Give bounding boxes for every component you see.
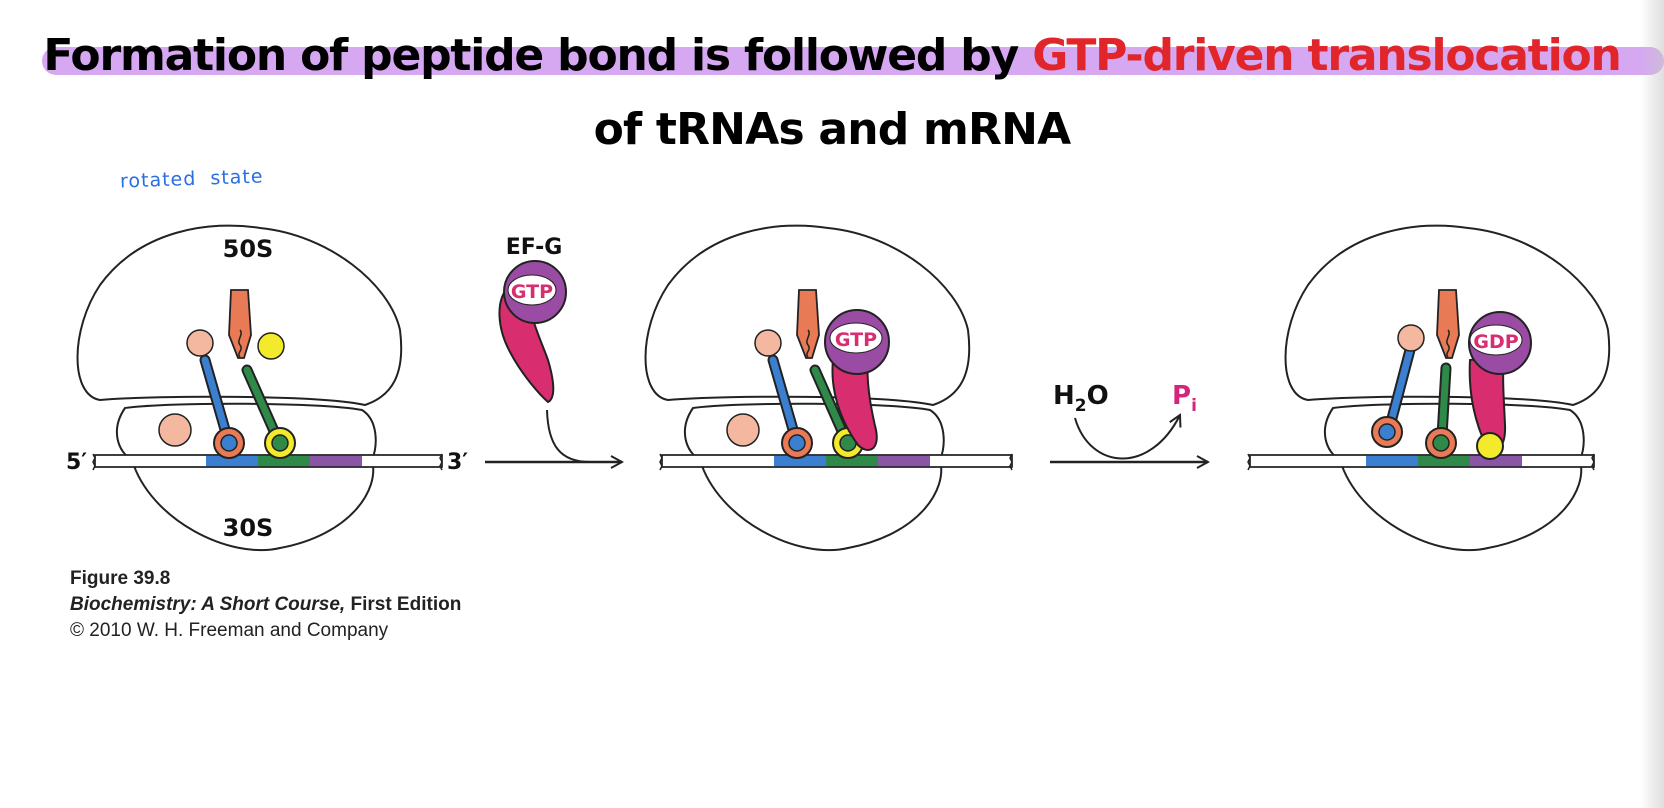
- label-50s: 50S: [223, 235, 274, 263]
- title-emphasis: GTP-driven translocation: [1032, 30, 1622, 81]
- title-prefix: Formation of peptide bond is followed by: [43, 30, 1033, 81]
- slide-title-line-2: of tRNAs and mRNA: [593, 104, 1072, 155]
- ef-g-body: [831, 356, 878, 451]
- label-water-o: O: [1087, 381, 1109, 411]
- svg-text:H2O: H2O: [1053, 381, 1109, 416]
- amino-acid-yellow: [257, 332, 285, 360]
- codon-green: [258, 455, 310, 467]
- right-edge-shadow: [1640, 0, 1664, 808]
- caption-source: Biochemistry: A Short Course, First Edit…: [70, 592, 461, 618]
- codon-green: [1418, 455, 1470, 467]
- mrna-strand: [1247, 453, 1595, 471]
- label-5-prime: 5′: [66, 450, 87, 475]
- caption-copyright: © 2010 W. H. Freeman and Company: [70, 620, 389, 641]
- mrna-strand: [92, 453, 443, 471]
- figure-caption: Figure 39.8 Biochemistry: A Short Course…: [70, 566, 461, 644]
- title-highlight-stroke: [42, 47, 1664, 75]
- label-gtp-bound: GTP: [835, 329, 877, 351]
- ef-g-free: EF-G GTP: [498, 235, 567, 404]
- amino-acid-peach: [754, 329, 782, 357]
- trna-blue: [1371, 344, 1416, 448]
- codon-blue: [206, 455, 258, 467]
- svg-text:Pi: Pi: [1172, 381, 1197, 416]
- label-phosphate-p: P: [1172, 381, 1191, 411]
- yellow-marker: [1476, 432, 1504, 460]
- exiting-amino-acid: [158, 413, 192, 447]
- small-subunit-shape: [1324, 402, 1585, 552]
- codon-purple: [878, 455, 930, 467]
- caption-edition: First Edition: [345, 594, 462, 615]
- trna-blue: [767, 354, 813, 459]
- peptide-chain: [228, 289, 252, 359]
- label-3-prime: 3′: [447, 450, 468, 475]
- amino-acid-peach: [1397, 324, 1425, 352]
- trna-green: [241, 364, 296, 459]
- slide-title-line-1: Formation of peptide bond is followed by…: [0, 30, 1664, 81]
- label-gtp-free: GTP: [511, 281, 553, 303]
- codon-blue: [1366, 455, 1418, 467]
- trna-green: [1425, 362, 1457, 459]
- label-30s: 30S: [223, 514, 274, 542]
- trna-blue: [199, 354, 245, 459]
- caption-book-title: Biochemistry: A Short Course,: [70, 594, 346, 615]
- ribosome-panel-2: GTP: [644, 224, 1013, 552]
- codon-purple: [310, 455, 362, 467]
- label-water-h: H: [1053, 381, 1075, 411]
- codon-blue: [774, 455, 826, 467]
- caption-figure-number: Figure 39.8: [70, 568, 171, 589]
- exiting-amino-acid: [726, 413, 760, 447]
- codon-green: [826, 455, 878, 467]
- peptide-chain: [1436, 289, 1460, 359]
- amino-acid-peach: [186, 329, 214, 357]
- ribosome-panel-3: GDP: [1247, 224, 1611, 552]
- label-phosphate-sub: i: [1191, 396, 1197, 416]
- arrow-hydrolysis: H2O Pi: [1050, 381, 1208, 462]
- peptide-chain: [796, 289, 820, 359]
- label-ef-g: EF-G: [506, 235, 563, 260]
- mrna-strand: [659, 453, 1013, 471]
- arrow-binding: [485, 409, 622, 462]
- small-subunit-shape: [684, 402, 945, 552]
- ribosome-panel-1: 50S 30S 5′ 3′: [66, 224, 468, 552]
- label-gdp: GDP: [1473, 331, 1518, 353]
- label-water-sub: 2: [1075, 396, 1087, 416]
